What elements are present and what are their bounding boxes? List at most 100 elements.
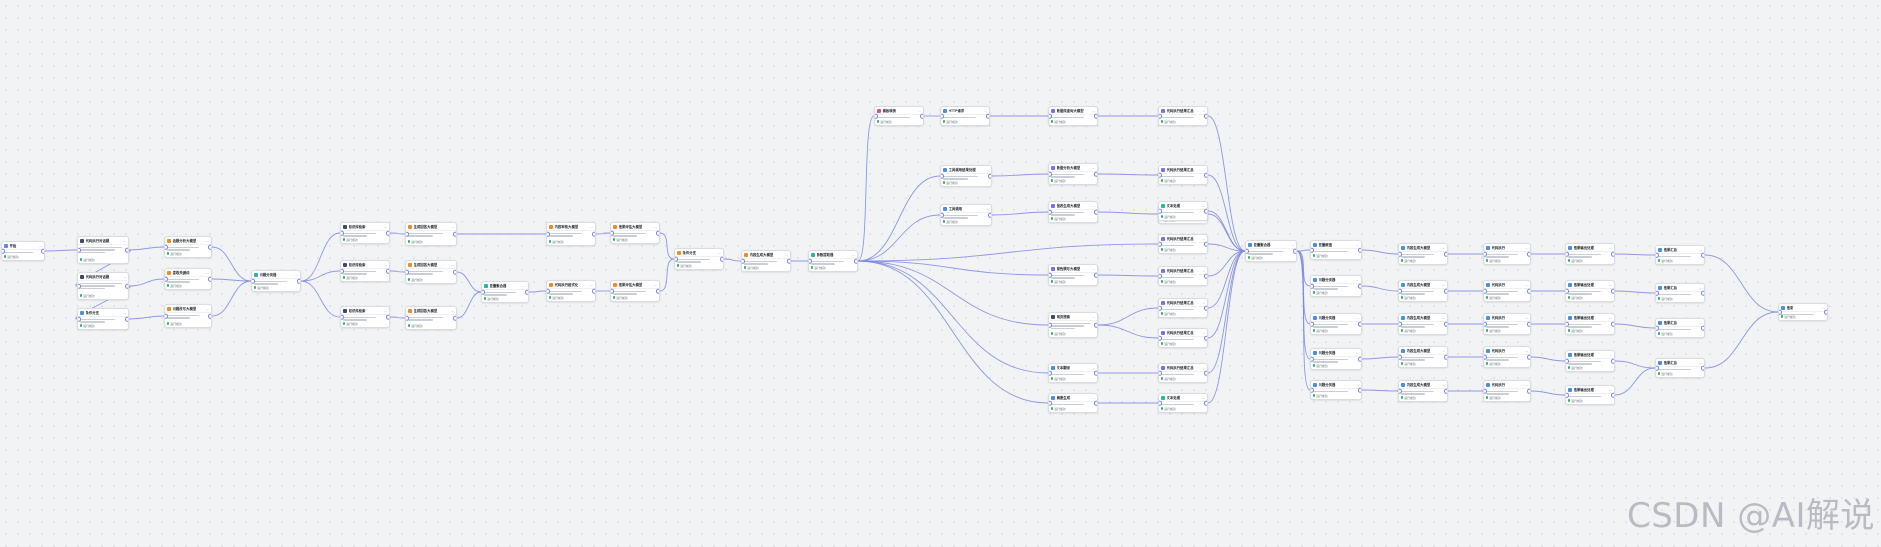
workflow-node[interactable]: 报告撰写大模型⋯运行成功: [1048, 264, 1098, 286]
input-port[interactable]: [1484, 354, 1487, 360]
edge-connector[interactable]: [1614, 253, 1656, 256]
output-port[interactable]: [386, 230, 389, 236]
output-port[interactable]: [1611, 392, 1614, 398]
input-port[interactable]: [1566, 392, 1569, 398]
more-options-icon[interactable]: ⋯: [1524, 348, 1528, 353]
input-port[interactable]: [1159, 305, 1162, 311]
input-port[interactable]: [1311, 387, 1314, 393]
output-port[interactable]: [208, 244, 211, 250]
more-options-icon[interactable]: ⋯: [1201, 268, 1205, 273]
workflow-node[interactable]: 开始⋯运行成功: [1, 241, 45, 261]
edge-connector[interactable]: [1097, 211, 1159, 215]
output-port[interactable]: [720, 256, 723, 262]
workflow-node[interactable]: 代码执行结果汇总⋯运行成功: [1158, 298, 1208, 318]
output-port[interactable]: [1701, 252, 1704, 258]
workflow-node[interactable]: 代码执行结果汇总⋯运行成功: [1158, 363, 1208, 383]
more-options-icon[interactable]: ⋯: [450, 224, 454, 229]
output-port[interactable]: [1701, 365, 1704, 371]
more-options-icon[interactable]: ⋯: [1201, 108, 1205, 113]
output-port[interactable]: [1824, 309, 1827, 315]
workflow-node[interactable]: 结果汇总⋯运行成功: [1655, 283, 1705, 303]
input-port[interactable]: [1399, 288, 1402, 294]
output-port[interactable]: [1527, 251, 1530, 257]
workflow-node[interactable]: 数据库查询大模型⋯运行成功: [1048, 106, 1098, 126]
output-port[interactable]: [1204, 172, 1207, 178]
input-port[interactable]: [1311, 356, 1314, 362]
more-options-icon[interactable]: ⋯: [1698, 320, 1702, 325]
output-port[interactable]: [386, 314, 389, 320]
input-port[interactable]: [1049, 400, 1052, 406]
workflow-node[interactable]: 内容生成大模型⋯运行成功: [1398, 346, 1448, 368]
more-options-icon[interactable]: ⋯: [383, 308, 387, 313]
input-port[interactable]: [1656, 290, 1659, 296]
workflow-node[interactable]: 代码执行格式化⋯运行成功: [546, 280, 596, 302]
input-port[interactable]: [1484, 388, 1487, 394]
more-options-icon[interactable]: ⋯: [1441, 382, 1445, 387]
workflow-node[interactable]: 问题分类器⋯运行成功: [251, 270, 301, 292]
output-port[interactable]: [208, 313, 211, 319]
input-port[interactable]: [341, 314, 344, 320]
workflow-node[interactable]: 问题分类器⋯运行成功: [1310, 348, 1362, 370]
more-options-icon[interactable]: ⋯: [1201, 330, 1205, 335]
input-port[interactable]: [341, 268, 344, 274]
input-port[interactable]: [165, 276, 168, 282]
edge-connector[interactable]: [659, 232, 675, 260]
edge-connector[interactable]: [857, 260, 1049, 404]
edge-connector[interactable]: [456, 271, 482, 293]
more-options-icon[interactable]: ⋯: [1608, 387, 1612, 392]
output-port[interactable]: [125, 316, 128, 322]
workflow-node[interactable]: 话题分析大模型⋯运行成功: [164, 236, 212, 258]
more-options-icon[interactable]: ⋯: [1201, 203, 1205, 208]
workflow-node[interactable]: 内容生成大模型⋯运行成功: [741, 250, 791, 272]
edge-connector[interactable]: [857, 260, 1049, 374]
workflow-node[interactable]: 代码执行⋯运行成功: [1483, 243, 1531, 265]
output-port[interactable]: [1094, 209, 1097, 215]
workflow-node[interactable]: 提取关键词⋯运行成功: [164, 268, 212, 290]
output-port[interactable]: [1611, 251, 1614, 257]
more-options-icon[interactable]: ⋯: [1355, 277, 1359, 282]
workflow-node[interactable]: 内容审核大模型⋯运行成功: [546, 222, 596, 246]
workflow-node[interactable]: 条件分支⋯运行成功: [77, 308, 129, 330]
edge-connector[interactable]: [1207, 174, 1246, 252]
more-options-icon[interactable]: ⋯: [1201, 300, 1205, 305]
output-port[interactable]: [1204, 241, 1207, 247]
output-port[interactable]: [1094, 113, 1097, 119]
output-port[interactable]: [1204, 305, 1207, 311]
output-port[interactable]: [1293, 248, 1296, 254]
edge-connector[interactable]: [1097, 324, 1159, 339]
output-port[interactable]: [986, 113, 989, 119]
input-port[interactable]: [78, 283, 81, 289]
output-port[interactable]: [453, 315, 456, 321]
output-port[interactable]: [1358, 283, 1361, 289]
output-port[interactable]: [1701, 325, 1704, 331]
output-port[interactable]: [525, 289, 528, 295]
edge-connector[interactable]: [1207, 115, 1246, 252]
workflow-node[interactable]: 结果评估大模型⋯运行成功: [610, 280, 660, 302]
workflow-node[interactable]: 变量聚合器⋯运行成功: [1245, 240, 1297, 262]
more-options-icon[interactable]: ⋯: [1355, 350, 1359, 355]
edge-connector[interactable]: [595, 232, 611, 235]
edge-connector[interactable]: [1207, 250, 1246, 339]
input-port[interactable]: [1566, 251, 1569, 257]
edge-connector[interactable]: [1296, 250, 1311, 325]
edge-connector[interactable]: [1296, 250, 1311, 360]
input-port[interactable]: [1566, 321, 1569, 327]
output-port[interactable]: [1358, 387, 1361, 393]
output-port[interactable]: [1444, 388, 1447, 394]
input-port[interactable]: [1484, 321, 1487, 327]
output-port[interactable]: [1527, 354, 1530, 360]
input-port[interactable]: [252, 278, 255, 284]
edge-connector[interactable]: [44, 249, 78, 252]
more-options-icon[interactable]: ⋯: [1201, 395, 1205, 400]
more-options-icon[interactable]: ⋯: [1608, 352, 1612, 357]
edge-connector[interactable]: [1207, 243, 1246, 252]
input-port[interactable]: [1049, 171, 1052, 177]
more-options-icon[interactable]: ⋯: [1441, 348, 1445, 353]
more-options-icon[interactable]: ⋯: [1821, 305, 1825, 310]
more-options-icon[interactable]: ⋯: [784, 252, 788, 257]
edge-connector[interactable]: [1614, 290, 1656, 294]
edge-connector[interactable]: [1207, 250, 1246, 309]
more-options-icon[interactable]: ⋯: [1091, 395, 1095, 400]
input-port[interactable]: [1159, 400, 1162, 406]
